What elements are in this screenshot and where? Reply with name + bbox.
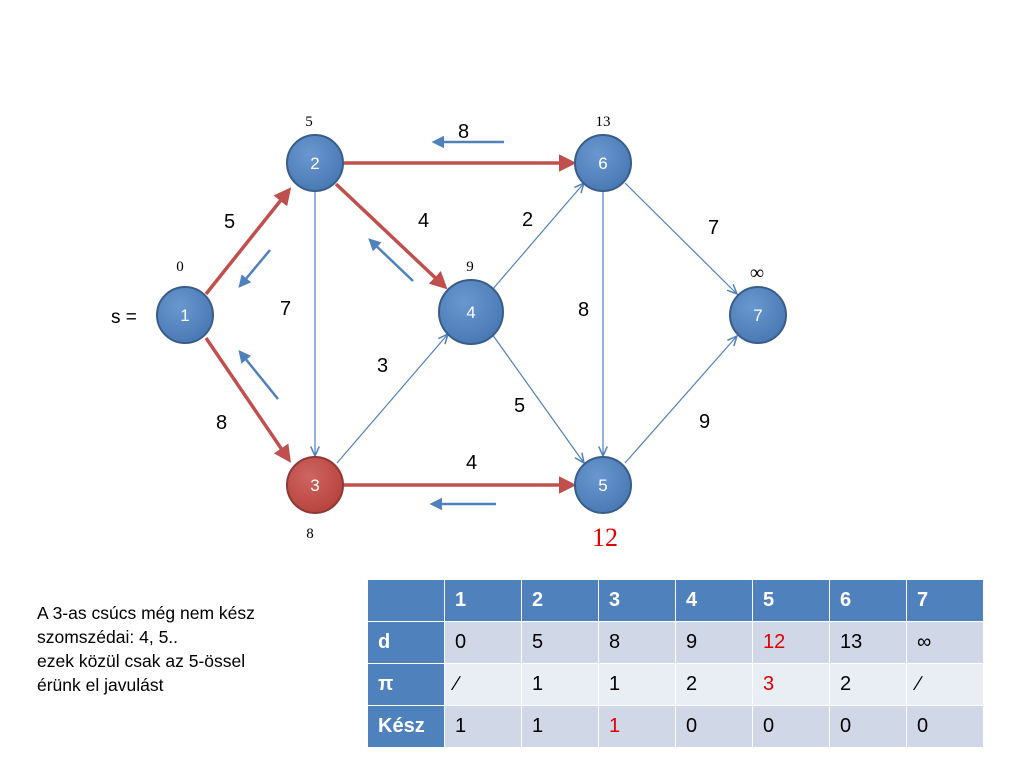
row-label-d: d [367, 621, 445, 664]
table-cell: 0 [829, 705, 907, 748]
source-label: s = [111, 307, 137, 328]
distance-labels: 0 5 8 9 12 13 ∞ [176, 114, 764, 552]
node-7-label: 7 [753, 306, 762, 325]
weight-5-7: 9 [699, 411, 710, 433]
pred-arrow-2-4 [368, 238, 414, 282]
table-cell: 0 [752, 705, 830, 748]
row-label-kesz: Kész [367, 705, 445, 748]
table-cell: ∕ [906, 663, 984, 706]
node-4: 4 [438, 279, 504, 345]
table-cell: 1 [598, 663, 676, 706]
nodes: 1 2 3 4 5 6 7 [156, 134, 787, 514]
table-row-d: d 0 5 8 9 12 13 ∞ [367, 621, 984, 664]
distance-node-2: 5 [305, 114, 313, 130]
table-cell: 0 [675, 705, 753, 748]
edge-4-5 [491, 333, 584, 463]
table-header-cell: 3 [598, 579, 676, 622]
edge-2-4 [334, 182, 448, 290]
row-label-pi: π [367, 663, 445, 706]
edge-1-3 [204, 337, 291, 463]
table-header-cell: 5 [752, 579, 830, 622]
distance-node-3: 8 [306, 526, 314, 542]
predecessor-arrows [238, 135, 504, 511]
table-header-cell: 6 [829, 579, 907, 622]
table-cell: 9 [675, 621, 753, 664]
node-5-label: 5 [598, 476, 607, 495]
table-row-pi: π ∕ 1 1 2 3 2 ∕ [367, 663, 984, 706]
table-cell: 5 [521, 621, 599, 664]
weight-6-7: 7 [708, 217, 719, 239]
node-6: 6 [574, 134, 632, 192]
table-cell: 8 [598, 621, 676, 664]
edge-4-6 [491, 183, 584, 291]
table-cell: 0 [444, 621, 522, 664]
weight-6-5: 8 [578, 299, 589, 321]
note-line: A 3-as csúcs még nem kész [37, 603, 255, 623]
dijkstra-table: 1 2 3 4 5 6 7 d 0 5 8 9 12 13 ∞ π ∕ 1 1 … [367, 579, 984, 748]
table-header-cell: 1 [444, 579, 522, 622]
table-cell: 2 [829, 663, 907, 706]
table-cell: 1 [521, 663, 599, 706]
note-line: érünk el javulást [37, 675, 164, 695]
tree-edges [204, 154, 577, 494]
table-cell: 1 [521, 705, 599, 748]
edge-6-7 [624, 182, 737, 294]
weight-4-5: 5 [514, 395, 525, 417]
edge-3-4 [336, 334, 448, 464]
table-header-cell: 2 [521, 579, 599, 622]
node-2: 2 [286, 134, 344, 192]
table-header-cell: 4 [675, 579, 753, 622]
node-1-label: 1 [180, 306, 189, 325]
weight-4-6: 2 [522, 209, 533, 231]
explanation-note: A 3-as csúcs még nem kész szomszédai: 4,… [37, 601, 337, 697]
node-4-label: 4 [466, 303, 475, 322]
node-2-label: 2 [310, 154, 319, 173]
table-cell-highlighted: 1 [598, 705, 676, 748]
table-header-corner [367, 579, 445, 622]
edge-weights: 5 8 8 4 7 3 4 2 5 8 7 9 [216, 121, 719, 474]
table-cell: ∕ [444, 663, 522, 706]
table-cell: 2 [675, 663, 753, 706]
table-header-cell: 7 [906, 579, 984, 622]
note-line: ezek közül csak az 5-össel [37, 651, 246, 671]
pred-arrow-1-2 [238, 249, 271, 288]
table-cell: ∞ [906, 621, 984, 664]
weight-2-6: 8 [458, 121, 469, 143]
node-6-label: 6 [598, 154, 607, 173]
table-cell-highlighted: 3 [752, 663, 830, 706]
distance-node-1: 0 [176, 259, 184, 275]
weight-2-4: 4 [418, 210, 429, 232]
distance-node-5: 12 [592, 523, 618, 552]
distance-node-6: 13 [596, 114, 611, 130]
table-cell: 13 [829, 621, 907, 664]
node-3: 3 [286, 456, 344, 514]
weight-3-4: 3 [377, 355, 388, 377]
weight-1-2: 5 [224, 211, 235, 233]
weight-1-3: 8 [216, 412, 227, 434]
table-cell: 1 [444, 705, 522, 748]
table-cell-highlighted: 12 [752, 621, 830, 664]
edge-1-2 [204, 187, 292, 296]
node-3-label: 3 [310, 476, 319, 495]
table-cell: 0 [906, 705, 984, 748]
pred-arrow-1-3 [238, 350, 279, 400]
node-5: 5 [574, 456, 632, 514]
node-7: 7 [729, 286, 787, 344]
edge-5-7 [624, 336, 737, 464]
node-1: 1 [156, 286, 214, 344]
note-line: szomszédai: 4, 5.. [37, 627, 179, 647]
weight-3-5: 4 [466, 452, 477, 474]
weight-2-3: 7 [280, 298, 291, 320]
table-row-kesz: Kész 1 1 1 0 0 0 0 [367, 705, 984, 748]
table-header-row: 1 2 3 4 5 6 7 [367, 579, 984, 622]
distance-node-7: ∞ [750, 262, 764, 284]
distance-node-4: 9 [466, 259, 474, 275]
thin-edges [315, 183, 737, 463]
